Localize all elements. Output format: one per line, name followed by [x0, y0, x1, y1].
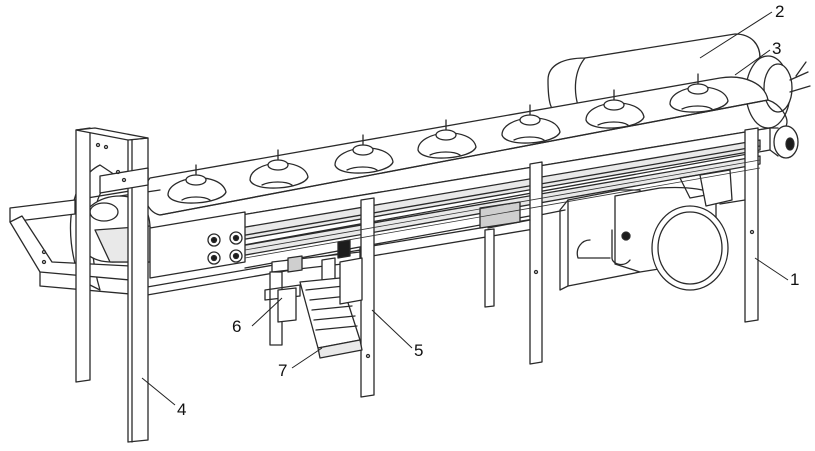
leader-lines: [141, 11, 789, 406]
bowl-4: [417, 119, 477, 159]
drive-motor: [559, 169, 733, 291]
bowl-2: [249, 149, 309, 189]
bowl-5: [501, 104, 561, 144]
label-5: 5: [414, 341, 423, 360]
collection-assembly: [264, 239, 363, 359]
label-4: 4: [177, 400, 186, 419]
reference-labels: 2 3 1 4 5 6 7: [177, 2, 799, 419]
bowl-6: [585, 89, 645, 129]
bowl-1: [167, 164, 227, 204]
label-1: 1: [790, 270, 799, 289]
bowl-3: [334, 134, 394, 174]
bowl-row: [167, 73, 729, 204]
belt-inner-rails: [244, 159, 761, 259]
label-6: 6: [232, 317, 241, 336]
label-3: 3: [772, 39, 781, 58]
label-7: 7: [278, 361, 287, 380]
bowl-7: [669, 73, 729, 113]
front-side-plate: [149, 211, 246, 279]
label-2: 2: [775, 2, 784, 21]
